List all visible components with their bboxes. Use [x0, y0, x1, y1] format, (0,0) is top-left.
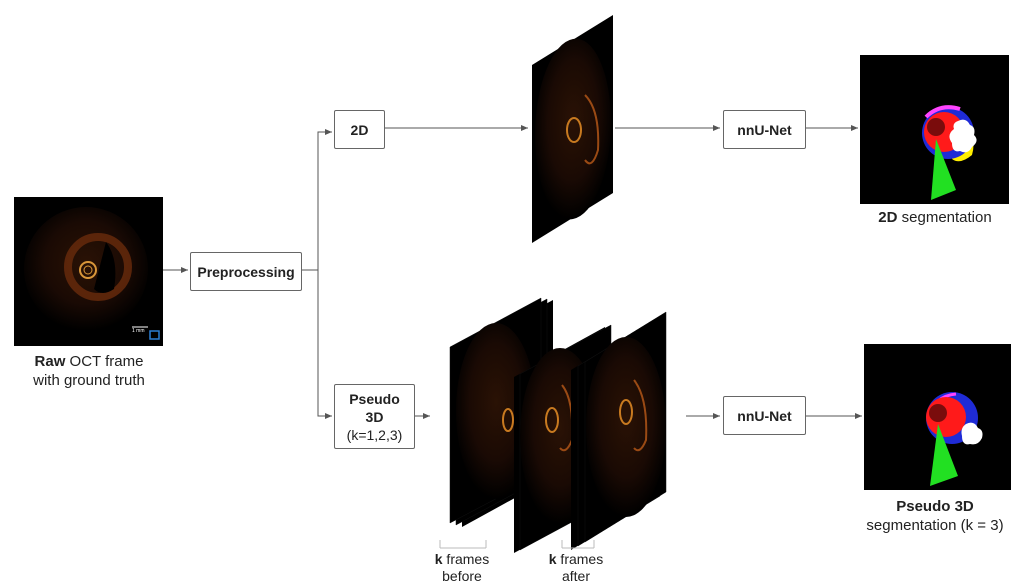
- 2d-box: 2D: [334, 110, 385, 149]
- preprocessing-box: Preprocessing: [190, 252, 302, 291]
- pseudo3d-segmentation-image: [864, 344, 1011, 490]
- pseudo3d-segmentation-caption: Pseudo 3D segmentation (k = 3): [840, 497, 1024, 535]
- frames-before-rest: frames: [442, 551, 490, 567]
- raw-caption-bold: Raw: [34, 353, 66, 370]
- pseudo3d-line2: 3D: [365, 408, 384, 425]
- 2d-segmentation-image: [860, 55, 1009, 204]
- scale-label: 1 mm: [132, 328, 145, 334]
- raw-caption-rest: OCT frame: [65, 353, 144, 370]
- raw-caption: Raw OCT frame with ground truth: [0, 352, 178, 390]
- pseudo3d-seg-line2: segmentation (k = 3): [866, 517, 1004, 534]
- frames-after-rest: frames: [556, 551, 604, 567]
- 2d-seg-bold: 2D: [878, 209, 898, 226]
- 2d-seg-rest: segmentation: [897, 209, 992, 226]
- 2d-label: 2D: [350, 121, 369, 138]
- frames-before-caption: k frames before: [410, 551, 514, 585]
- arrow-to-pseudo3d: [317, 270, 332, 419]
- nnunet-top-box: nnU-Net: [723, 110, 806, 149]
- pseudo3d-line3: (k=1,2,3): [346, 426, 403, 443]
- frames-before-bracket: [439, 540, 487, 549]
- raw-caption-line2: with ground truth: [33, 372, 145, 389]
- nnunet-bottom-label: nnU-Net: [737, 407, 792, 424]
- frames-after-line2: after: [561, 568, 590, 584]
- raw-oct-image: 1 mm: [14, 197, 163, 346]
- pseudo3d-box: Pseudo 3D (k=1,2,3): [334, 384, 415, 449]
- nnunet-top-label: nnU-Net: [737, 121, 792, 138]
- frames-before-line2: before: [442, 568, 482, 584]
- nnunet-bottom-box: nnU-Net: [723, 396, 806, 435]
- frames-after-bold: k: [548, 551, 557, 567]
- frames-after-caption: k frames after: [524, 551, 628, 585]
- 2d-frame-image: [532, 15, 613, 243]
- 2d-segmentation-caption: 2D segmentation: [840, 208, 1024, 227]
- preprocessing-label: Preprocessing: [197, 263, 295, 280]
- pseudo3d-seg-line1: Pseudo 3D: [896, 498, 974, 515]
- frames-stack-after: [571, 311, 667, 550]
- pseudo3d-line1: Pseudo: [349, 390, 400, 407]
- frames-after-bracket: [561, 540, 595, 549]
- arrow-to-2d: [302, 129, 332, 271]
- frames-before-bold: k: [434, 551, 443, 567]
